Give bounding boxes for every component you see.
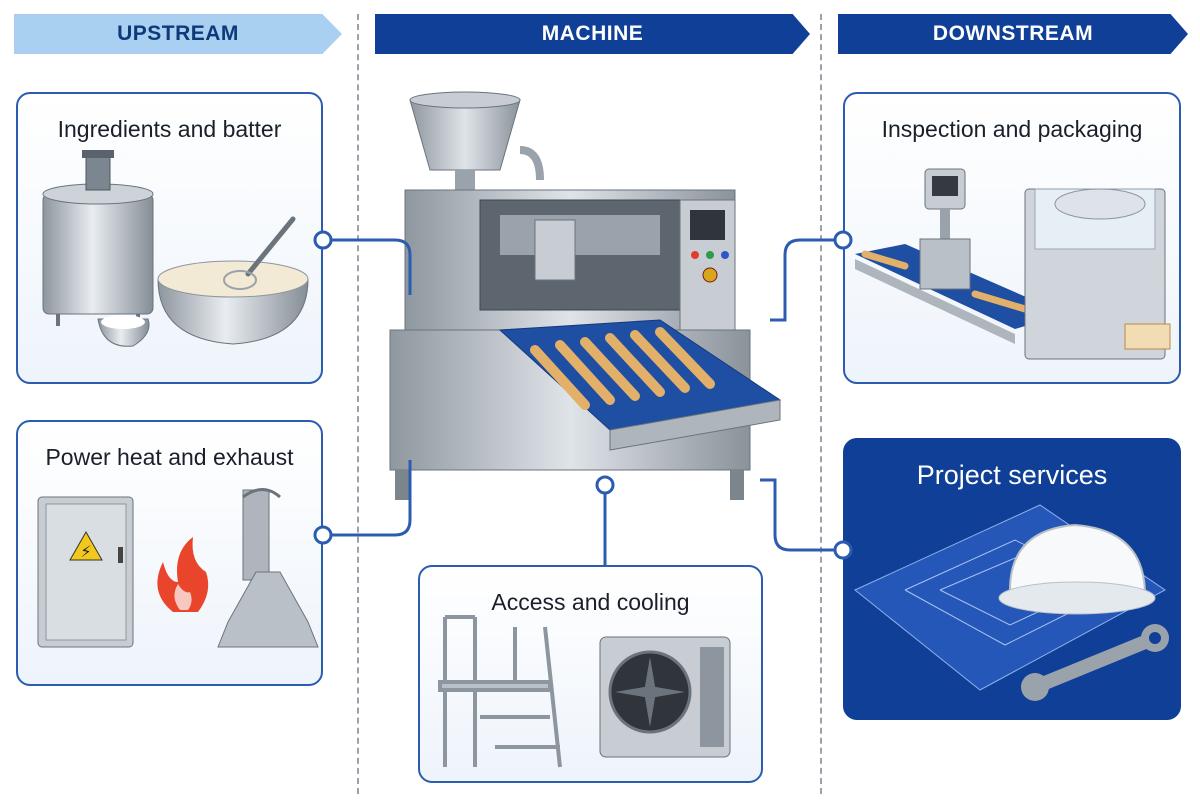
upstream-label: UPSTREAM bbox=[117, 22, 239, 45]
downstream-label: DOWNSTREAM bbox=[932, 22, 1094, 45]
mixer-tank-icon bbox=[42, 150, 154, 326]
batter-hopper bbox=[409, 91, 544, 190]
card-services-title: Project services bbox=[916, 460, 1108, 490]
wafer-conveyor bbox=[498, 319, 782, 451]
inspection-conveyor-icon bbox=[855, 168, 1065, 344]
exhaust-hood-icon bbox=[217, 488, 319, 648]
card-inspection-title: Inspection and packaging bbox=[881, 116, 1143, 142]
machine-banner: MACHINE bbox=[375, 14, 810, 54]
wafer-roll-machine-icon bbox=[389, 91, 782, 500]
batter-bowl-icon bbox=[157, 260, 309, 345]
ingredients-illustration bbox=[42, 150, 309, 347]
inspection-illustration bbox=[855, 168, 1171, 360]
flame-icon bbox=[157, 537, 209, 612]
divider-left bbox=[357, 14, 359, 794]
cooling-unit-icon bbox=[599, 636, 731, 758]
electrical-cabinet-icon: ⚡ bbox=[37, 496, 134, 648]
hard-hat-icon bbox=[998, 523, 1156, 615]
machine-label: MACHINE bbox=[541, 22, 644, 45]
power-illustration: ⚡ bbox=[37, 488, 319, 648]
card-ingredients-title: Ingredients and batter bbox=[57, 116, 282, 142]
divider-right bbox=[820, 14, 822, 794]
flour-scoop-icon bbox=[97, 315, 150, 347]
platform-stairs-icon bbox=[438, 615, 562, 768]
card-power[interactable]: Power heat and exhaust ⚡ bbox=[16, 420, 323, 686]
card-services[interactable]: Project services bbox=[843, 438, 1181, 720]
card-access-title: Access and cooling bbox=[491, 589, 690, 615]
whisk-icon bbox=[223, 216, 296, 290]
card-access[interactable]: Access and cooling bbox=[418, 565, 763, 783]
downstream-banner: DOWNSTREAM bbox=[838, 14, 1188, 54]
machine-body bbox=[389, 189, 751, 500]
wrench-icon bbox=[1021, 624, 1169, 701]
card-ingredients[interactable]: Ingredients and batter bbox=[16, 92, 323, 384]
access-illustration bbox=[438, 615, 731, 768]
packaging-machine-icon bbox=[1024, 188, 1171, 360]
card-inspection[interactable]: Inspection and packaging bbox=[843, 92, 1181, 384]
services-illustration bbox=[854, 504, 1169, 701]
upstream-banner: UPSTREAM bbox=[14, 14, 342, 54]
svg-text:⚡: ⚡ bbox=[80, 544, 91, 561]
card-power-title: Power heat and exhaust bbox=[45, 444, 294, 470]
